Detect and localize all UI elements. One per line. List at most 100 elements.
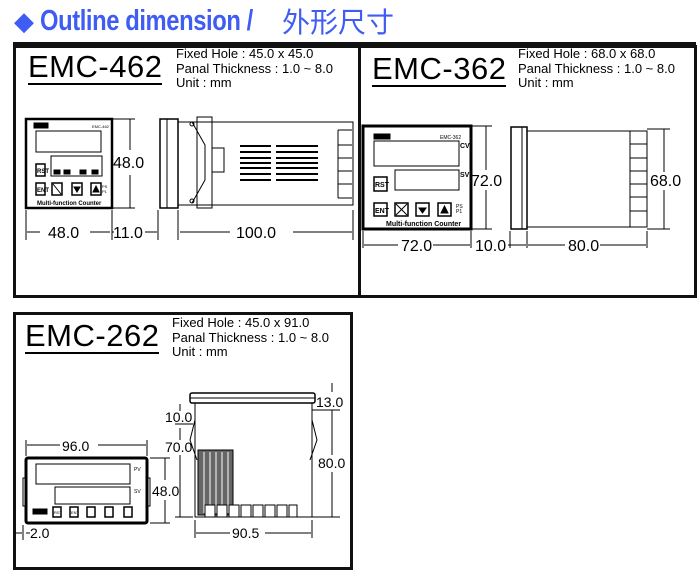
dimension-label: ENT	[71, 510, 80, 515]
dimension-label: 2.0	[30, 525, 50, 541]
dimension-label: 72.0	[471, 173, 502, 190]
dimension-label: 80.0	[318, 455, 345, 471]
title-chinese: 外形尺寸	[282, 6, 395, 39]
dimension-label: 72.0	[401, 238, 432, 255]
dimension-label: 80.0	[568, 238, 599, 255]
dimension-label: Multi-function Counter	[386, 221, 461, 228]
drawing-line	[527, 130, 648, 228]
emc-462-dimensions: 48.0 48.0 11.0 100.0	[25, 118, 354, 242]
drawing-line	[629, 131, 647, 227]
drawing-line	[159, 118, 179, 209]
emc-362-side-view	[510, 126, 648, 230]
dimension-label: PS	[102, 184, 108, 189]
drawing-line	[33, 122, 49, 129]
drawing-line	[86, 506, 96, 518]
drawing-line	[112, 118, 135, 209]
drawing-line	[73, 186, 81, 193]
drawing-line	[35, 163, 46, 177]
spec-block: Fixed Hole : 68.0 x 68.0 Panal Thickness…	[518, 46, 675, 91]
emc-362-dimensions: 72.0 72.0 10.0 80.0 68.0	[362, 125, 681, 255]
drawing-line	[240, 145, 318, 181]
drawing-line	[647, 128, 670, 230]
section-title: ◆ Outline dimension / 外形尺寸	[14, 2, 394, 40]
emc-462-front-view: EMC-462 RST ENT PS P1 Multi-function Cou…	[24, 117, 114, 210]
dimension-label: ENT	[37, 188, 49, 194]
drawing-line	[69, 506, 79, 518]
drawing-line	[104, 506, 114, 518]
drawing-line	[312, 409, 340, 518]
dimension-label: P1	[102, 189, 108, 194]
drawing-line	[394, 202, 409, 217]
dimension-label: Multi-function Counter	[37, 201, 102, 207]
fixed-hole-spec: Fixed Hole : 45.0 x 91.0	[172, 315, 310, 330]
drawing-line	[91, 169, 99, 175]
drawing-line	[216, 504, 228, 518]
drawing-line	[228, 504, 240, 518]
drawing-line	[203, 452, 229, 513]
drawing-line	[240, 145, 318, 181]
dimension-label: 11.0	[113, 225, 143, 242]
drawing-line	[175, 404, 193, 518]
dimension-label: 48.0	[113, 155, 144, 172]
drawing-line	[189, 121, 195, 127]
fixed-hole-spec: Fixed Hole : 68.0 x 68.0	[518, 46, 656, 61]
drawing-line	[362, 231, 648, 248]
drawing-line	[15, 525, 30, 540]
emc-462-side-view	[159, 116, 354, 209]
dimension-label: PS	[456, 204, 463, 210]
drawing-line	[418, 207, 427, 214]
model-title: EMC-262	[25, 318, 160, 354]
drawing-line	[79, 169, 87, 175]
dimension-label: EMC-362	[440, 135, 461, 141]
drawing-line	[189, 198, 195, 204]
dimension-label: SV	[460, 172, 470, 179]
drawing-line	[189, 419, 318, 461]
drawing-line	[35, 130, 102, 153]
drawing-line	[51, 182, 63, 196]
emc-362-front-view: EMC-362 CV SV RST ENT PS P1 Multi-functi…	[361, 124, 473, 231]
drawing-line	[25, 440, 148, 456]
drawing-line	[53, 169, 61, 175]
dimension-label: EMC-462	[92, 124, 110, 129]
model-title: EMC-362	[372, 51, 507, 87]
drawing-line	[204, 504, 216, 518]
drawing-line	[196, 116, 213, 209]
drawing-line	[395, 203, 408, 216]
dimension-label: PV	[134, 467, 141, 473]
drawing-line	[440, 204, 449, 214]
dimension-label: 10.0	[165, 409, 192, 425]
dimension-label: 48.0	[152, 483, 179, 499]
panel-emc-362	[358, 45, 697, 298]
dimension-label: CV	[460, 143, 470, 150]
drawing-line	[52, 506, 62, 518]
drawing-line	[146, 477, 151, 507]
drawing-line	[204, 504, 298, 518]
drawing-line	[150, 457, 170, 524]
unit-spec: Unit : mm	[176, 75, 232, 90]
drawing-line	[264, 504, 276, 518]
drawing-line	[52, 183, 62, 195]
fixed-hole-spec: Fixed Hole : 45.0 x 45.0	[176, 46, 314, 61]
thickness-spec: Panal Thickness : 1.0 ~ 8.0	[176, 60, 333, 76]
drawing-line	[54, 486, 131, 505]
drawing-line	[24, 117, 114, 210]
dimension-label: P1	[456, 209, 462, 215]
drawing-line	[63, 169, 71, 175]
drawing-line	[90, 182, 102, 196]
dimension-label: RST	[37, 169, 49, 175]
dimension-label: 48.0	[48, 225, 79, 242]
drawing-line	[252, 504, 264, 518]
drawing-line	[373, 176, 388, 192]
drawing-line	[35, 463, 131, 485]
drawing-line	[415, 202, 430, 217]
drawing-line	[276, 504, 288, 518]
drawing-line	[471, 125, 492, 230]
unit-spec: Unit : mm	[518, 75, 574, 90]
dimension-label: RST	[375, 182, 390, 189]
emc-262-front-view: PV SV RST ENT	[22, 456, 151, 525]
drawing-line	[178, 121, 354, 206]
dimension-label: SV	[134, 489, 141, 495]
dimension-label: 96.0	[62, 438, 89, 454]
